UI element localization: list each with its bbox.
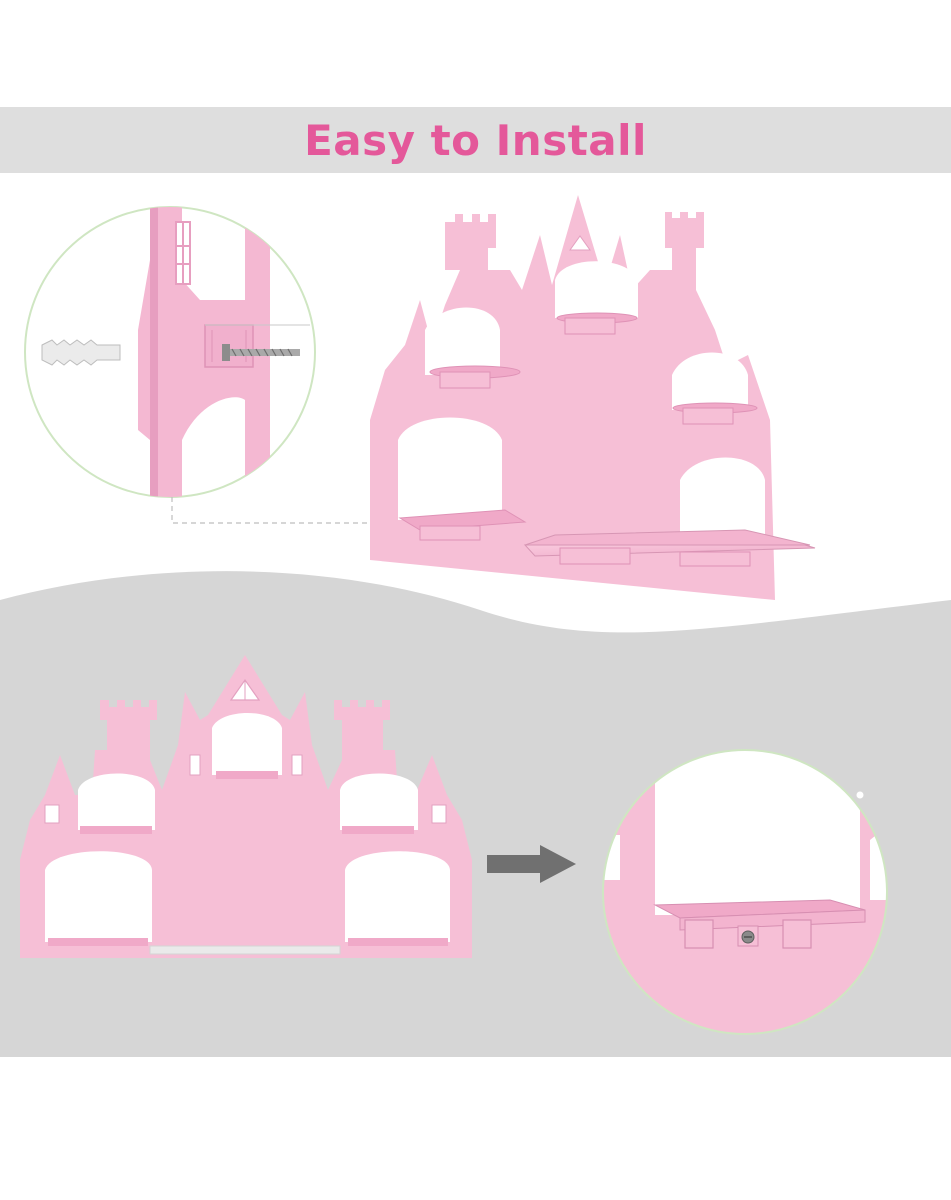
screw-icon (222, 344, 300, 361)
castle-shelf-front (20, 655, 472, 958)
title-banner: Easy to Install (0, 107, 951, 173)
banner-title: Easy to Install (304, 115, 647, 165)
zoom-circle-wall-mount (24, 206, 316, 498)
arrow-right-icon (487, 845, 576, 883)
wall-anchor-icon (41, 339, 121, 366)
connector-line (171, 430, 466, 524)
castle-shelf-perspective (370, 195, 816, 600)
